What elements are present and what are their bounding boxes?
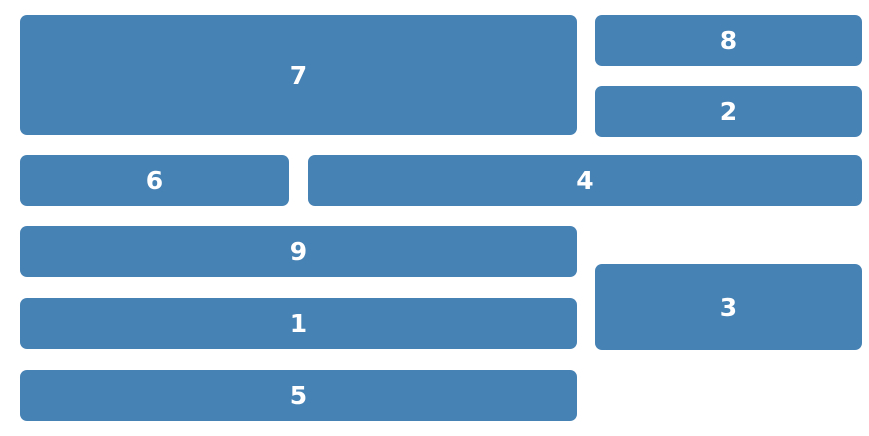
chart-block-5[interactable]: 5 (20, 370, 577, 421)
chart-block-label: 1 (289, 309, 308, 338)
chart-block-6[interactable]: 6 (20, 155, 289, 206)
chart-block-2[interactable]: 2 (595, 86, 862, 137)
chart-block-label: 4 (576, 166, 594, 195)
chart-block-8[interactable]: 8 (595, 15, 862, 66)
chart-block-4[interactable]: 4 (308, 155, 862, 206)
chart-block-label: 5 (289, 381, 308, 410)
chart-block-label: 9 (289, 237, 308, 266)
chart-block-3[interactable]: 3 (595, 264, 862, 350)
chart-block-9[interactable]: 9 (20, 226, 577, 277)
chart-block-7[interactable]: 7 (20, 15, 577, 135)
chart-block-label: 8 (719, 26, 738, 55)
chart-block-label: 2 (719, 97, 738, 126)
chart-block-1[interactable]: 1 (20, 298, 577, 349)
chart-block-label: 7 (289, 60, 308, 90)
chart-block-label: 3 (719, 292, 738, 322)
chart-block-label: 6 (145, 166, 164, 195)
